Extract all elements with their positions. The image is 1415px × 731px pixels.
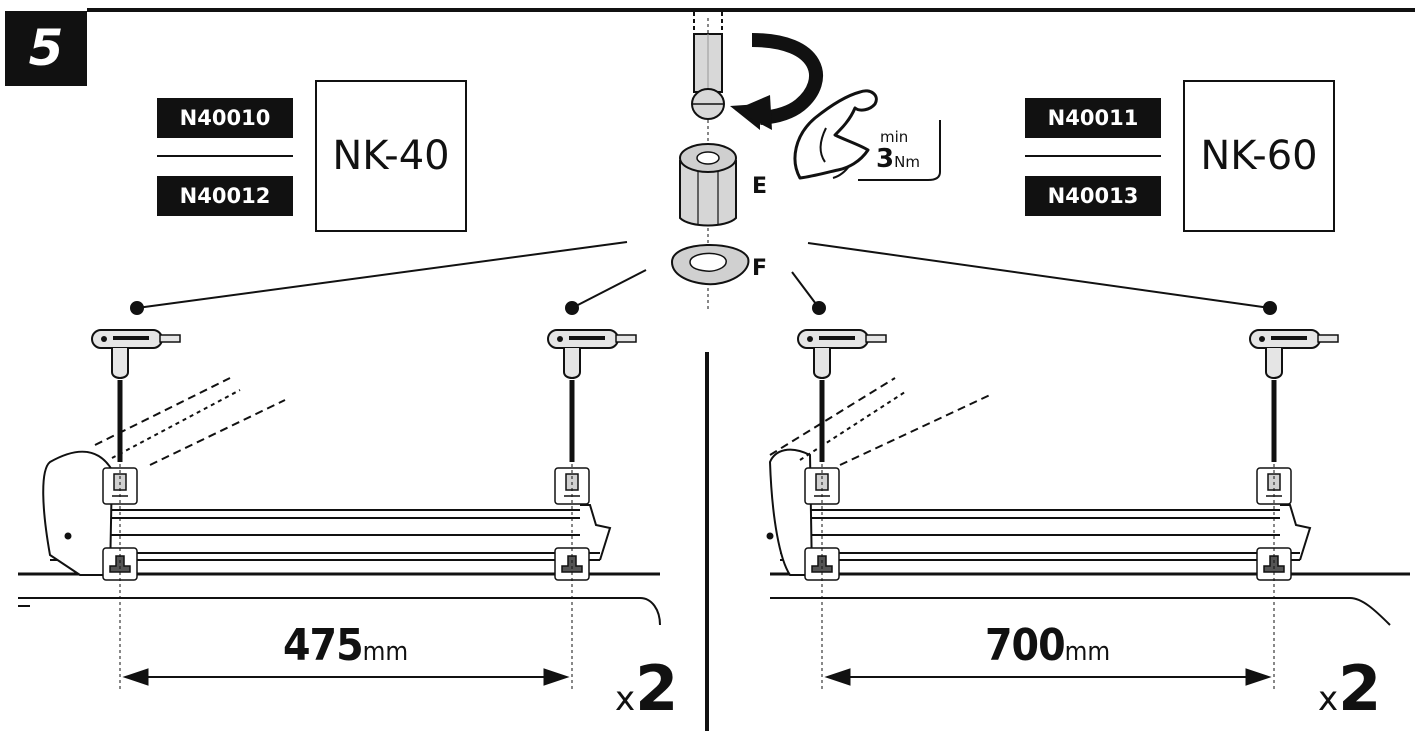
right-dimension-line <box>821 464 1275 690</box>
right-code-label-2: N40013 <box>1025 176 1161 216</box>
right-dimension-value: 700 <box>985 620 1066 671</box>
torque-value-group: 3Nm <box>876 144 920 174</box>
step-number: 5 <box>5 11 87 86</box>
torque-min-label: min <box>880 128 909 146</box>
right-dimension-text: 700mm <box>985 620 1110 671</box>
right-roof-bar <box>766 377 1410 626</box>
rotate-arrow-icon <box>730 33 823 130</box>
left-dimension-line <box>119 464 573 690</box>
right-code-label-1: N40011 <box>1025 98 1161 138</box>
right-quantity-x: x <box>1318 679 1339 719</box>
right-t-handle-2 <box>1249 329 1339 462</box>
left-code-label-1: N40010 <box>157 98 293 138</box>
left-dimension-value: 475 <box>283 620 364 671</box>
top-rule <box>87 8 1415 12</box>
right-t-handle-1 <box>797 329 887 462</box>
flexed-arm-icon <box>793 89 941 181</box>
left-code-label-2: N40012 <box>157 176 293 216</box>
right-quantity: x2 <box>1318 652 1381 725</box>
washer-label: F <box>752 256 768 281</box>
right-dimension-unit: mm <box>1064 637 1111 667</box>
left-quantity-x: x <box>615 679 636 719</box>
right-model-box: NK-60 <box>1183 80 1335 232</box>
leader-lines <box>130 241 1277 315</box>
right-quantity-number: 2 <box>1338 652 1382 725</box>
left-bolt-boxes <box>102 467 590 581</box>
left-quantity: x2 <box>615 652 678 725</box>
left-quantity-number: 2 <box>635 652 679 725</box>
hex-nut-icon <box>679 143 737 227</box>
torque-value: 3 <box>876 144 895 174</box>
right-bolt-boxes <box>804 467 1292 581</box>
washer-icon <box>670 243 750 286</box>
left-roof-bar <box>18 377 661 626</box>
left-code-separator <box>157 155 293 157</box>
hex-key-icon <box>691 12 725 120</box>
nut-label: E <box>752 174 768 199</box>
right-code-separator <box>1025 155 1161 157</box>
left-t-handle-2 <box>547 329 637 462</box>
left-t-handle-1 <box>91 329 181 462</box>
left-dimension-text: 475mm <box>283 620 408 671</box>
torque-unit: Nm <box>894 153 920 171</box>
left-dimension-unit: mm <box>362 637 409 667</box>
left-model-box: NK-40 <box>315 80 467 232</box>
